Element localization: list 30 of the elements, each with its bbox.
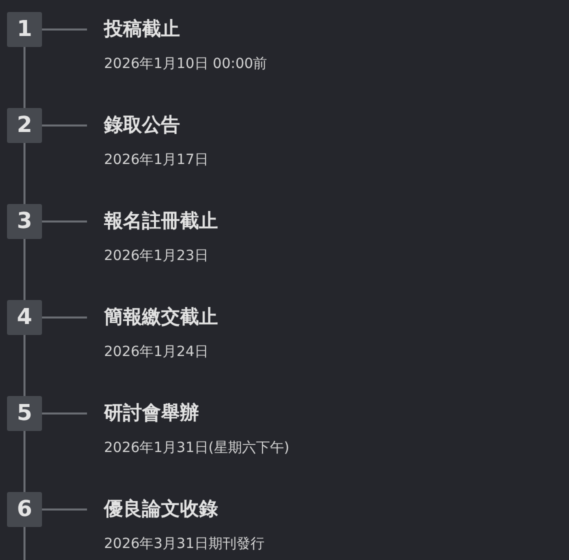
step-number-box: 1 xyxy=(7,12,42,47)
step-number-box: 2 xyxy=(7,108,42,143)
step-number-box: 3 xyxy=(7,204,42,239)
milestone-title: 報名註冊截止 xyxy=(104,209,218,234)
connector-line xyxy=(24,239,26,300)
connector-line xyxy=(24,143,26,204)
milestone-title: 投稿截止 xyxy=(104,17,180,42)
step-number-box: 6 xyxy=(7,492,42,527)
milestone-title: 錄取公告 xyxy=(104,113,180,138)
milestone-date: 2026年1月31日(星期六下午) xyxy=(104,439,290,458)
connector-line xyxy=(42,316,87,318)
timeline-line xyxy=(24,527,26,560)
milestone-date: 2026年3月31日期刊發行 xyxy=(104,535,264,554)
milestone-date: 2026年1月23日 xyxy=(104,247,208,266)
milestone-title: 研討會舉辦 xyxy=(104,401,199,426)
milestone-date: 2026年1月24日 xyxy=(104,343,208,362)
milestone-date: 2026年1月10日 00:00前 xyxy=(104,55,268,74)
connector-line xyxy=(42,220,87,222)
connector-line xyxy=(24,335,26,396)
milestone-title: 優良論文收錄 xyxy=(104,497,218,522)
connector-line xyxy=(42,124,87,126)
connector-line xyxy=(42,412,87,414)
connector-line xyxy=(42,508,87,510)
connector-line xyxy=(24,431,26,492)
connector-line xyxy=(42,28,87,30)
milestone-date: 2026年1月17日 xyxy=(104,151,208,170)
milestone-title: 簡報繳交截止 xyxy=(104,305,218,330)
step-number-box: 5 xyxy=(7,396,42,431)
step-number-box: 4 xyxy=(7,300,42,335)
connector-line xyxy=(24,47,26,108)
